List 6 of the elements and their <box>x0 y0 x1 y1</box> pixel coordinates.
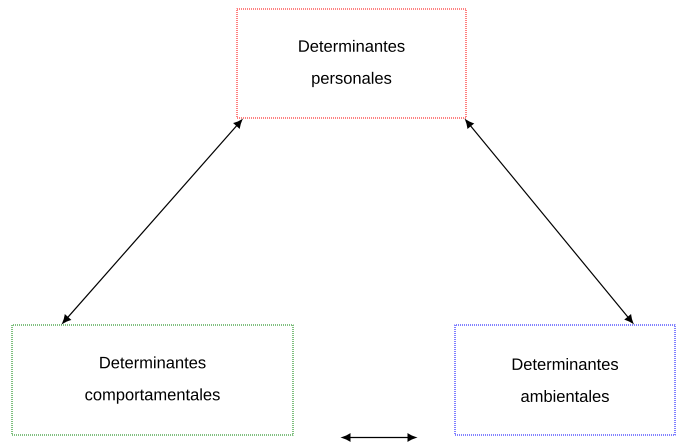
process-box: Determinantes comportamentales <box>12 324 294 436</box>
process-box: Determinantes personales <box>236 8 466 118</box>
arrow <box>465 120 634 324</box>
process-box: Determinantes ambientales <box>454 324 676 436</box>
arrow <box>62 119 242 324</box>
arrow <box>342 434 416 442</box>
